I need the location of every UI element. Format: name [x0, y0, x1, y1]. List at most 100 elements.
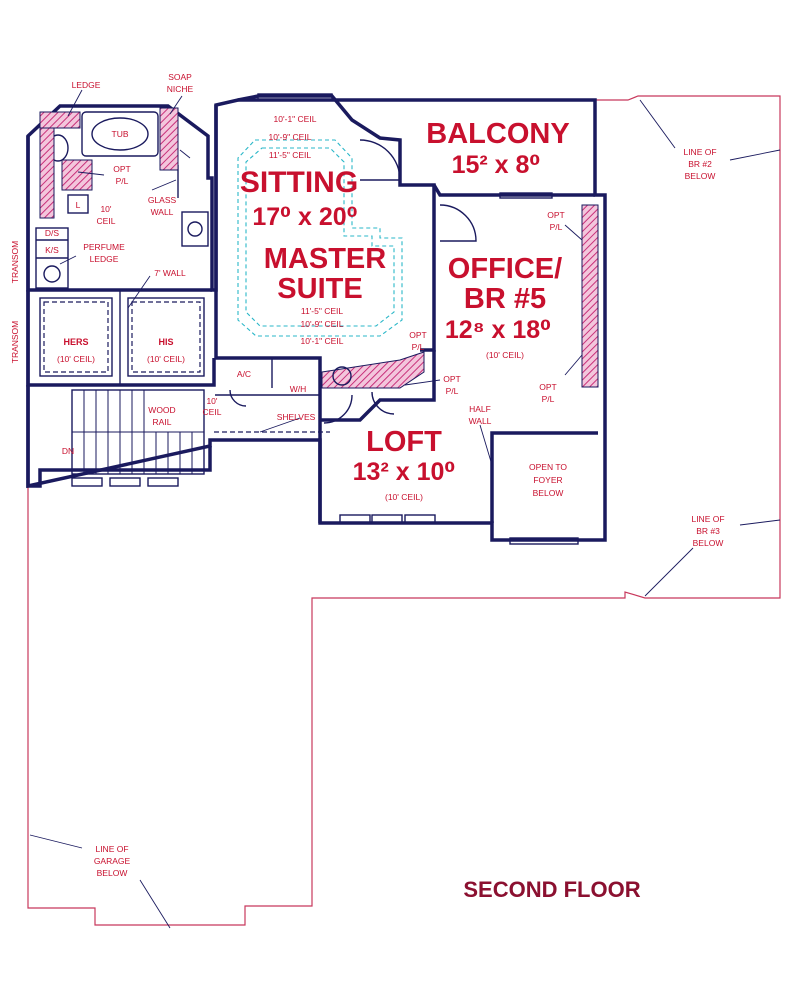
tub-label: TUB — [112, 129, 129, 139]
balcony-door[interactable] — [359, 139, 401, 181]
window — [499, 192, 553, 199]
ledge-hatch — [39, 127, 55, 219]
office-ceiling: (10' CEIL) — [486, 350, 524, 360]
seven-foot-wall-label: 7' WALL — [154, 268, 186, 278]
leader-line — [564, 224, 583, 241]
line-of-br3-label-2: BR #3 — [696, 526, 720, 536]
sitting-dimensions: 17⁰ x 20⁰ — [252, 203, 357, 231]
office-opt-label: OPT — [547, 210, 564, 220]
bath-ceiling-word: CEIL — [97, 216, 116, 226]
ceiling-note-bottom-2: 10'-9" CEIL — [301, 319, 344, 329]
window — [404, 514, 436, 524]
master-suite-name-2: SUITE — [277, 273, 362, 305]
bath-ceiling-10: 10' — [100, 204, 111, 214]
ac-door[interactable] — [229, 389, 247, 407]
exterior-wall — [26, 98, 607, 542]
office-pl-label: P/L — [550, 222, 563, 232]
loft-opt-label-2: OPT — [443, 374, 460, 384]
linen-closet — [67, 194, 89, 214]
office-opt-label-2: OPT — [539, 382, 556, 392]
sitting-name: SITTING — [240, 166, 358, 199]
glass-wall-label-1: GLASS — [148, 195, 177, 205]
transom-label-1: TRANSOM — [10, 241, 20, 284]
leader-line — [77, 171, 105, 176]
office-wall — [432, 184, 595, 197]
loft-ceiling: (10' CEIL) — [385, 492, 423, 502]
line-of-garage-label-3: BELOW — [97, 868, 128, 878]
tub — [81, 111, 159, 157]
hall-ceiling-word: CEIL — [203, 407, 222, 417]
loft-name: LOFT — [366, 426, 442, 458]
sitting-ceiling-line — [237, 139, 403, 337]
leader-line — [729, 149, 781, 161]
line-of-br2-label-1: LINE OF — [683, 147, 716, 157]
closet-wall — [26, 290, 216, 387]
floor-title: SECOND FLOOR — [463, 877, 640, 902]
hers-closet-label: HERS — [63, 337, 88, 347]
transom-label-2: TRANSOM — [10, 321, 20, 364]
ac-label: A/C — [237, 369, 251, 379]
window — [71, 477, 103, 487]
balcony-dimensions: 15² x 8⁰ — [452, 151, 541, 179]
loft-dimensions: 13² x 10⁰ — [353, 458, 456, 486]
stairs — [71, 389, 205, 475]
soap-niche-hatch — [159, 107, 179, 171]
loft-pl-label-2: P/L — [446, 386, 459, 396]
open-to-foyer-label-3: BELOW — [533, 488, 564, 498]
loft-opt-pl-hatch — [321, 351, 425, 389]
ceiling-note-bottom-1: 11'-5" CEIL — [301, 306, 344, 316]
line-of-br2-label-3: BELOW — [685, 171, 716, 181]
open-to-foyer-label-2: FOYER — [533, 475, 562, 485]
line-of-br2-label-2: BR #2 — [688, 159, 712, 169]
balcony-name: BALCONY — [426, 118, 569, 150]
leader-line — [151, 179, 177, 191]
leader-line — [639, 99, 676, 149]
loft-door[interactable] — [323, 394, 353, 424]
closet-door[interactable] — [371, 391, 395, 415]
line-of-garage-label-2: GARAGE — [94, 856, 131, 866]
master-suite-name-1: MASTER — [264, 243, 387, 275]
foyer-opening-wall — [490, 431, 598, 523]
half-wall-label-1: HALF — [469, 404, 491, 414]
linen-label: L — [76, 200, 81, 210]
leader-line — [564, 354, 583, 376]
leader-line — [59, 255, 77, 265]
leader-line — [127, 275, 151, 309]
line-of-br3-label-3: BELOW — [693, 538, 724, 548]
stair-wall — [26, 385, 212, 488]
ledge-hatch — [39, 111, 81, 129]
hers-shelf-line — [43, 301, 109, 373]
his-closet-outline — [127, 297, 205, 377]
hall-ceiling-10: 10' — [206, 396, 217, 406]
soap-niche-label-1: SOAP — [168, 72, 192, 82]
window — [339, 514, 371, 524]
ks-label: K/S — [45, 245, 59, 255]
office-dimensions: 12⁸ x 18⁰ — [445, 316, 551, 344]
window — [257, 93, 333, 101]
soap-niche-label-2: NICHE — [167, 84, 194, 94]
open-to-foyer-label-1: OPEN TO — [529, 462, 567, 472]
office-door[interactable] — [439, 204, 477, 242]
leader-line — [479, 424, 493, 466]
tub-basin — [91, 117, 149, 151]
glass-wall-label-2: WALL — [151, 207, 174, 217]
line-of-garage-label-1: LINE OF — [95, 844, 128, 854]
leader-line — [169, 95, 183, 115]
loft-pl-label-1: P/L — [412, 342, 425, 352]
leader-line — [139, 879, 171, 929]
hers-closet-ceiling: (10' CEIL) — [57, 354, 95, 364]
window — [147, 477, 179, 487]
his-closet-label: HIS — [158, 337, 173, 347]
loft-wall — [320, 350, 436, 422]
office-name-2: BR #5 — [464, 283, 546, 315]
sitting-ceiling-line-inner — [245, 147, 395, 327]
leader-line — [67, 89, 83, 117]
water-heater-label: W/H — [290, 384, 307, 394]
pl-label: P/L — [116, 176, 129, 186]
leader-line — [404, 379, 441, 386]
window — [371, 514, 403, 524]
stairs-down-label: DN — [62, 446, 74, 456]
office-opt-pl-hatch — [581, 204, 599, 388]
